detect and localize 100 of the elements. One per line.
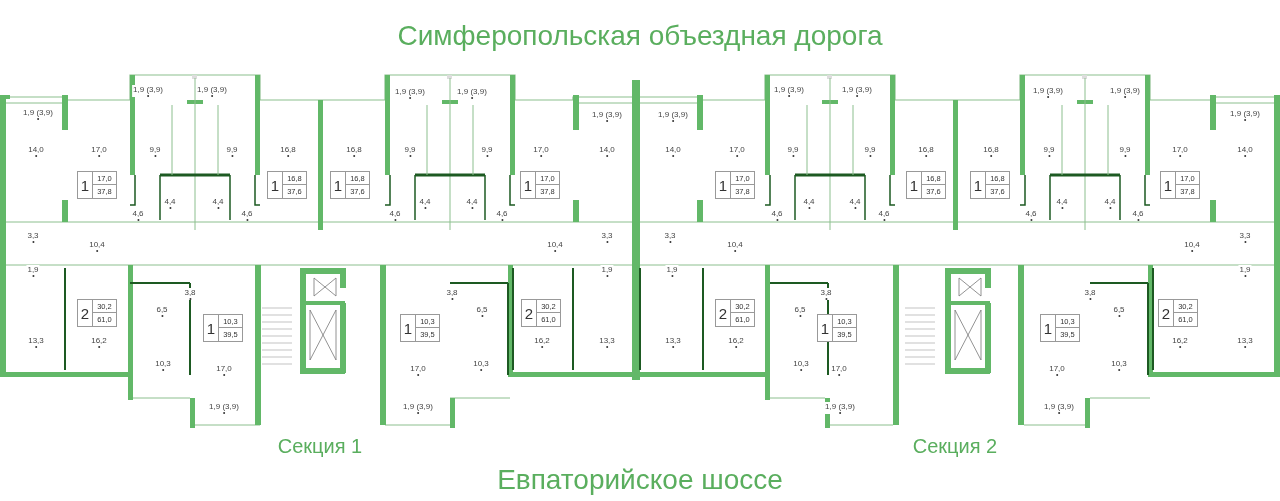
room-area-label: 1,9 [600,265,614,277]
room-area-label: 1,9 (3,9) [1229,109,1261,121]
room-area-label: 1,9 (3,9) [402,402,434,414]
room-area-label: 6,5 [793,305,807,317]
room-count: 1 [1161,172,1176,198]
room-count: 1 [1041,315,1056,341]
room-area-label: 14,0 [27,145,45,157]
apartment-info-box [1040,314,1080,342]
room-area-label: 4,6 [388,209,402,221]
room-area-label: 17,0 [90,145,108,157]
room-area-label: 1,9 (3,9) [1032,86,1064,98]
apartment-info-box [203,314,243,342]
room-area-label: 16,8 [345,145,363,157]
room-area-label: 6,5 [475,305,489,317]
apartment-info-box [77,171,117,199]
room-count: 2 [522,300,537,326]
room-area-label: 6,5 [1112,305,1126,317]
room-area-label: 6,5 [155,305,169,317]
room-area-label: 4,6 [131,209,145,221]
apartment-info-box [330,171,370,199]
room-area-label: 3,3 [600,231,614,243]
room-area-label: 16,8 [982,145,1000,157]
room-area-label: 10,4 [726,240,744,252]
room-area-label: 1,9 (3,9) [196,85,228,97]
room-area-label: 17,0 [409,364,427,376]
room-area-label: 1,9 (3,9) [657,110,689,122]
room-count: 1 [331,172,346,198]
room-area-label: 13,3 [1236,336,1254,348]
room-area-label: 13,3 [664,336,682,348]
room-area-label: 1,9 (3,9) [773,85,805,97]
room-area-label: 1,9 (3,9) [1043,402,1075,414]
room-area-label: 9,9 [786,145,800,157]
room-area-label: 9,9 [148,145,162,157]
room-area-label: 4,4 [465,197,479,209]
room-area-label: 3,8 [819,288,833,300]
room-area-label: 4,4 [1055,197,1069,209]
room-area-label: 4,4 [418,197,432,209]
room-area-label: 10,4 [546,240,564,252]
room-count: 1 [907,172,922,198]
apartment-info-box [906,171,946,199]
room-area-label: 4,4 [163,197,177,209]
room-area-label: 14,0 [664,145,682,157]
apartment-info-box [521,299,561,327]
apartment-info-box [400,314,440,342]
room-count: 1 [204,315,219,341]
room-area-label: 10,3 [792,359,810,371]
room-area-label: 17,0 [1171,145,1189,157]
room-area-label: 17,0 [215,364,233,376]
room-area-label: 9,9 [225,145,239,157]
room-area-label: 4,6 [877,209,891,221]
room-area-label: 1,9 (3,9) [591,110,623,122]
room-area-label: 3,8 [445,288,459,300]
room-count: 2 [716,300,731,326]
room-area-label: 4,6 [240,209,254,221]
room-area-label: 14,0 [1236,145,1254,157]
room-count: 2 [78,300,93,326]
room-area-label: 13,3 [27,336,45,348]
room-area-label: 14,0 [598,145,616,157]
street-name: Симферопольская объездная дорога [397,22,883,50]
apartment-info-box [817,314,857,342]
room-count: 1 [716,172,731,198]
room-area-label: 3,3 [26,231,40,243]
room-area-label: 4,6 [1131,209,1145,221]
room-count: 1 [268,172,283,198]
room-area-label: 10,4 [1183,240,1201,252]
room-count: 1 [521,172,536,198]
room-area-label: 10,3 [154,359,172,371]
room-area-label: 1,9 (3,9) [208,402,240,414]
apartment-info-box [715,299,755,327]
room-area-label: 16,8 [917,145,935,157]
room-area-label: 1,9 [665,265,679,277]
room-count: 1 [401,315,416,341]
room-area-label: 4,4 [211,197,225,209]
room-area-label: 17,0 [532,145,550,157]
room-area-label: 10,3 [472,359,490,371]
room-count: 2 [1159,300,1174,326]
room-area-label: 1,9 (3,9) [1109,86,1141,98]
room-area-label: 9,9 [403,145,417,157]
room-area-label: 1,9 (3,9) [22,108,54,120]
room-area-label: 4,4 [848,197,862,209]
room-area-label: 16,2 [533,336,551,348]
section-label: Секция 1 [277,436,363,456]
room-area-label: 16,8 [279,145,297,157]
room-count: 1 [818,315,833,341]
room-area-label: 1,9 (3,9) [132,85,164,97]
room-area-label: 10,4 [88,240,106,252]
room-area-label: 9,9 [1042,145,1056,157]
room-area-label: 4,6 [1024,209,1038,221]
room-area-label: 3,3 [1238,231,1252,243]
room-area-label: 9,9 [863,145,877,157]
apartment-info-box [1160,171,1200,199]
room-area-label: 1,9 (3,9) [841,85,873,97]
room-area-label: 9,9 [480,145,494,157]
room-area-label: 1,9 (3,9) [456,87,488,99]
room-area-label: 4,6 [770,209,784,221]
apartment-info-box [715,171,755,199]
room-area-label: 17,0 [728,145,746,157]
room-area-label: 16,2 [1171,336,1189,348]
room-area-label: 4,4 [1103,197,1117,209]
room-area-label: 16,2 [90,336,108,348]
